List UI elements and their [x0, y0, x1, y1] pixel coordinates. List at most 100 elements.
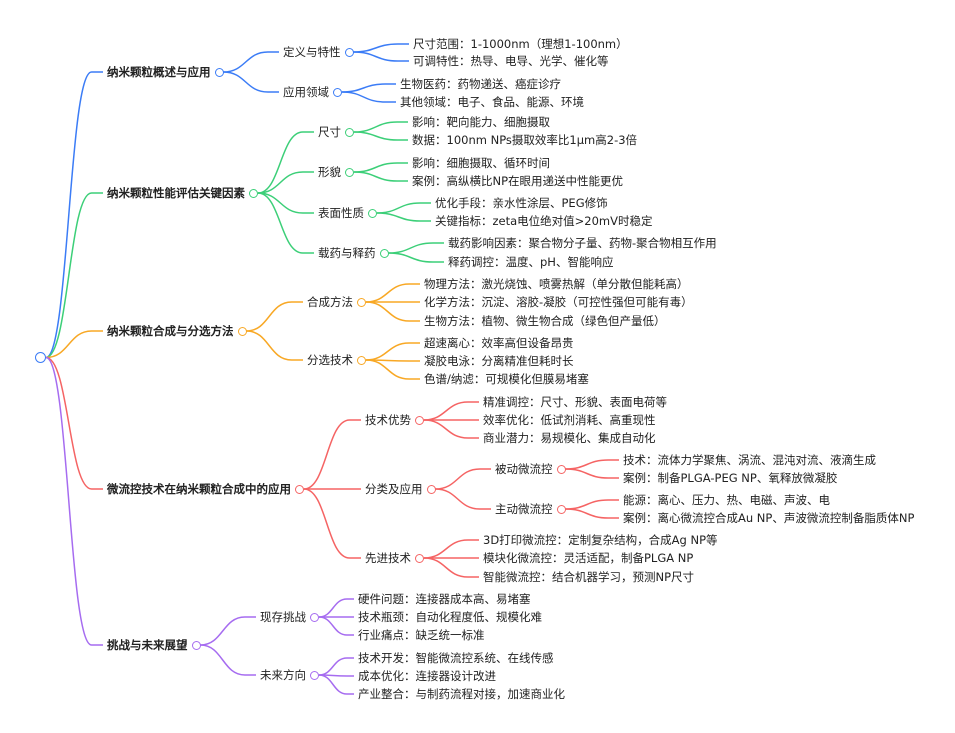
leaf-node[interactable]: 超速离心：效率高但设备昂贵 [424, 336, 574, 350]
leaf-node[interactable]: 效率优化：低试剂消耗、高重现性 [483, 413, 656, 427]
leaf-node[interactable]: 精准调控：尺寸、形貌、表面电荷等 [483, 395, 667, 409]
node-collapse-dot[interactable] [345, 167, 354, 177]
branch-overview[interactable]: 纳米颗粒概述与应用 [107, 64, 224, 80]
leaf-node[interactable]: 生物医药：药物递送、癌症诊疗 [400, 77, 561, 91]
node-collapse-dot[interactable] [556, 464, 566, 474]
leaf-node[interactable]: 色谱/纳滤：可规模化但膜易堵塞 [424, 372, 589, 386]
node-collapse-dot[interactable] [214, 67, 224, 77]
connector-line [423, 401, 479, 421]
leaf-node[interactable]: 案例：制备PLGA-PEG NP、氧释放微凝胶 [623, 471, 838, 485]
node-collapse-dot[interactable] [310, 670, 319, 680]
leaf-node[interactable]: 影响：靶向能力、细胞摄取 [412, 115, 550, 129]
connector-line [423, 419, 479, 439]
leaf-node[interactable]: 案例：高纵横比NP在眼用递送中性能更优 [412, 174, 624, 188]
leaf-node[interactable]: 其他领域：电子、食品、能源、环境 [400, 95, 584, 109]
connector-line [565, 499, 619, 510]
leaf-node[interactable]: 硬件问题：连接器成本高、易堵塞 [358, 592, 531, 606]
leaf-node[interactable]: 关键指标：zeta电位绝对值>20mV时稳定 [435, 214, 653, 228]
node-collapse-dot[interactable] [333, 87, 342, 97]
node-current-challenges[interactable]: 现存挑战 [260, 609, 319, 625]
node-collapse-dot[interactable] [237, 326, 247, 336]
root-node[interactable] [35, 352, 46, 363]
connector-line [200, 616, 256, 646]
connector-line [246, 330, 303, 361]
node-collapse-dot[interactable] [379, 248, 389, 258]
node-label: 纳米颗粒合成与分选方法 [107, 324, 234, 338]
connector-line [423, 539, 479, 559]
node-definition[interactable]: 定义与特性 [283, 44, 354, 60]
node-collapse-dot[interactable] [556, 504, 566, 514]
node-collapse-dot[interactable] [191, 640, 201, 650]
node-synthesis-methods[interactable]: 合成方法 [307, 294, 366, 310]
leaf-node[interactable]: 载药影响因素：聚合物分子量、药物-聚合物相互作用 [448, 236, 717, 250]
connector-line [223, 51, 279, 73]
node-advanced-tech[interactable]: 先进技术 [365, 550, 424, 566]
leaf-node[interactable]: 数据：100nm NPs摄取效率比1μm高2-3倍 [412, 133, 638, 147]
node-collapse-dot[interactable] [249, 188, 258, 198]
node-future-directions[interactable]: 未来方向 [260, 667, 319, 683]
node-label: 定义与特性 [283, 45, 341, 59]
node-separation[interactable]: 分选技术 [307, 352, 366, 368]
node-collapse-dot[interactable] [344, 47, 354, 57]
node-applications[interactable]: 应用领域 [283, 84, 342, 100]
connector-line [303, 419, 361, 490]
leaf-node[interactable]: 技术开发：智能微流控系统、在线传感 [358, 651, 554, 665]
leaf-node[interactable]: 尺寸范围：1-1000nm（理想1-100nm） [413, 37, 628, 51]
leaf-node[interactable]: 生物方法：植物、微生物合成（绿色但产量低） [424, 314, 666, 328]
leaf-node[interactable]: 商业潜力：易规模化、集成自动化 [483, 431, 656, 445]
node-advantages[interactable]: 技术优势 [365, 412, 424, 428]
node-collapse-dot[interactable] [426, 484, 436, 494]
leaf-node[interactable]: 凝胶电泳：分离精准但耗时长 [424, 354, 574, 368]
node-collapse-dot[interactable] [345, 127, 354, 137]
node-collapse-dot[interactable] [357, 355, 366, 365]
node-collapse-dot[interactable] [357, 297, 366, 307]
leaf-node[interactable]: 行业痛点：缺乏统一标准 [358, 628, 485, 642]
node-morphology[interactable]: 形貌 [318, 164, 354, 180]
leaf-node[interactable]: 技术瓶颈：自动化程度低、规模化难 [358, 610, 542, 624]
branch-synthesis[interactable]: 纳米颗粒合成与分选方法 [107, 323, 247, 339]
connector-line [303, 488, 361, 559]
leaf-node[interactable]: 产业整合：与制药流程对接，加速商业化 [358, 687, 565, 701]
connector-line [45, 192, 103, 359]
connector-line [341, 91, 396, 103]
connector-line [318, 616, 354, 636]
node-active-microfluidics[interactable]: 主动微流控 [495, 501, 566, 517]
node-classification[interactable]: 分类及应用 [365, 481, 436, 497]
leaf-node[interactable]: 技术：流体力学聚焦、涡流、混沌对流、液滴生成 [623, 453, 876, 467]
connector-line [353, 43, 409, 53]
connector-line [318, 657, 354, 676]
leaf-node[interactable]: 案例：离心微流控合成Au NP、声波微流控制备脂质体NP [623, 511, 915, 525]
node-collapse-dot[interactable] [415, 553, 424, 563]
connector-line [257, 131, 314, 194]
branch-microfluidics[interactable]: 微流控技术在纳米颗粒合成中的应用 [107, 481, 304, 497]
leaf-node[interactable]: 能源：离心、压力、热、电磁、声波、电 [623, 493, 830, 507]
node-collapse-dot[interactable] [415, 415, 424, 425]
node-drug-loading[interactable]: 载药与释药 [318, 245, 389, 261]
leaf-node[interactable]: 3D打印微流控：定制复杂结构，合成Ag NP等 [483, 533, 718, 547]
connector-line [353, 51, 409, 62]
connector-line [45, 356, 103, 490]
connector-line [257, 171, 314, 194]
node-passive-microfluidics[interactable]: 被动微流控 [495, 461, 566, 477]
node-size[interactable]: 尺寸 [318, 124, 354, 140]
connector-line [376, 202, 431, 214]
connector-line [388, 252, 444, 263]
leaf-node[interactable]: 化学方法：沉淀、溶胶-凝胶（可控性强但可能有毒） [424, 295, 693, 309]
connector-line [200, 644, 256, 676]
leaf-node[interactable]: 优化手段：亲水性涂层、PEG修饰 [435, 196, 608, 210]
leaf-node[interactable]: 成本优化：连接器设计改进 [358, 669, 496, 683]
node-collapse-dot[interactable] [295, 484, 304, 494]
connector-line [45, 330, 103, 359]
node-surface[interactable]: 表面性质 [318, 205, 377, 221]
leaf-node[interactable]: 可调特性：热导、电导、光学、催化等 [413, 54, 609, 68]
node-collapse-dot[interactable] [368, 208, 377, 218]
node-collapse-dot[interactable] [310, 612, 319, 622]
branch-performance[interactable]: 纳米颗粒性能评估关键因素 [107, 185, 258, 201]
leaf-node[interactable]: 影响：细胞摄取、循环时间 [412, 156, 550, 170]
branch-challenges[interactable]: 挑战与未来展望 [107, 637, 201, 653]
leaf-node[interactable]: 释药调控：温度、pH、智能响应 [448, 255, 614, 269]
leaf-node[interactable]: 物理方法：激光烧蚀、喷雾热解（单分散但能耗高） [424, 277, 689, 291]
leaf-node[interactable]: 智能微流控：结合机器学习，预测NP尺寸 [483, 570, 695, 584]
leaf-node[interactable]: 模块化微流控：灵活适配，制备PLGA NP [483, 551, 694, 565]
